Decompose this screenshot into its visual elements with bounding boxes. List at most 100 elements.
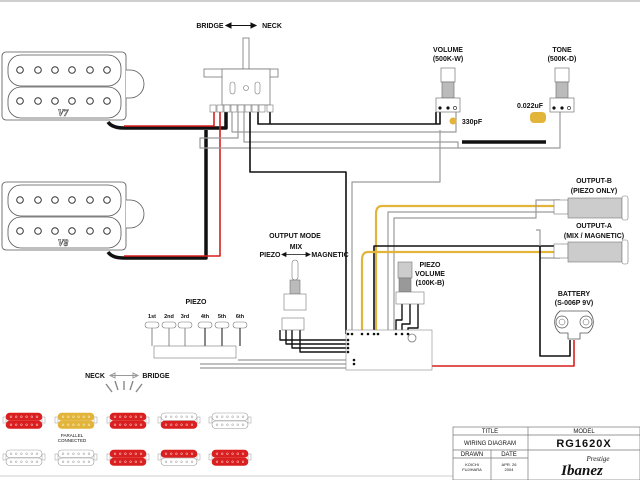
parallel-note-2: CONNECTED (58, 438, 87, 443)
piezo-volume-pot[interactable]: PIEZO VOLUME (100K-B) (395, 261, 445, 305)
brand-logo: Ibanez (560, 463, 603, 479)
position-diagram-r1-2 (54, 412, 98, 429)
piezo-element (232, 321, 248, 329)
position-diagram-r2-5 (208, 449, 252, 466)
position-diagram-r2-2 (54, 449, 98, 466)
date-header: DATE (501, 452, 517, 458)
coil-bottom (57, 420, 95, 429)
position-diagram-r2-3 (106, 449, 150, 466)
coil-bottom (211, 420, 249, 429)
title-value: WIRING DIAGRAM (464, 441, 516, 447)
output-mode-switch[interactable]: OUTPUT MODE MIX PIEZO MAGNETIC (259, 233, 349, 331)
coil-bottom (5, 420, 43, 429)
pickup-selector-label: BRIDGE NECK (196, 22, 282, 30)
position-diagram-r1-1 (2, 412, 46, 429)
wire-neck-red (124, 112, 221, 257)
output-a-jack[interactable]: OUTPUT-A (MIX / MAGNETIC) (553, 223, 629, 265)
top-border (0, 0, 640, 2)
piezo-element (161, 321, 177, 329)
position-diagram-r1-3 (106, 412, 150, 429)
wire-neck-black (106, 130, 208, 260)
coil-bottom (5, 457, 43, 466)
tone-value: (500K-D) (548, 56, 577, 63)
output-b-jack[interactable]: OUTPUT-B (PIEZO ONLY) (553, 178, 629, 221)
wire-volume-ground (269, 112, 437, 124)
coil-bottom (57, 457, 95, 466)
model-value: RG1620X (556, 438, 611, 450)
position-diagram-r2-1 (2, 449, 46, 466)
piezo-string-label: 2nd (164, 314, 174, 320)
coil-top (211, 449, 249, 458)
wire-switch-gray3 (243, 112, 459, 148)
wire-output-a-gray (536, 229, 560, 259)
piezo-element (144, 321, 160, 329)
switch-label-bridge: BRIDGE (196, 23, 224, 30)
wire-vertical-1 (249, 112, 347, 334)
coil-bottom (160, 420, 198, 429)
piezo-string-label: 1st (148, 314, 156, 320)
preamp-board (345, 329, 433, 371)
wire-battery-black (539, 246, 571, 357)
fan-icon (105, 380, 143, 393)
piezo-volume-line2: VOLUME (415, 271, 445, 278)
pickup-selector-switch[interactable] (203, 37, 279, 113)
title-header: TITLE (482, 429, 498, 435)
coil-top (109, 412, 147, 421)
bridge-pickup-logo: V7 (58, 108, 69, 118)
piezo-string-2: 2nd (161, 314, 177, 346)
piezo-string-5: 5th (214, 314, 230, 346)
output-mode-label: OUTPUT MODE (269, 233, 321, 240)
battery-label: BATTERY (558, 291, 591, 298)
parallel-note-1: PARALLEL (61, 433, 84, 438)
wire-pvol-2 (401, 302, 411, 334)
volume-value: (500K-W) (433, 56, 463, 63)
wire-output-b-gold (374, 204, 560, 334)
wire-switch-gray2 (199, 112, 561, 149)
volume-label: VOLUME (433, 47, 463, 54)
volume-pot[interactable]: VOLUME (500K-W) 330pF (433, 47, 483, 126)
wire-bridge-red (124, 112, 215, 127)
drawn-value-1: KOICHI (465, 462, 479, 467)
output-mode-piezo: PIEZO (259, 252, 281, 259)
tone-pot[interactable]: TONE (500K-D) 0.022uF (517, 47, 576, 123)
coil-top (5, 412, 43, 421)
piezo-string-label: 6th (236, 314, 245, 320)
wire-output-b-gray2 (393, 199, 560, 334)
coil-top (57, 412, 95, 421)
position-diagram-r1-4 (157, 412, 201, 429)
piezo-string-3: 3rd (177, 314, 193, 346)
battery-value: (S-006P 9V) (555, 300, 593, 307)
coil-top (160, 412, 198, 421)
title-block: TITLE WIRING DIAGRAM MODEL RG1620X DRAWN… (452, 426, 640, 480)
piezo-string-6: 6th (232, 314, 248, 346)
piezo-string-4: 4th (197, 314, 213, 346)
wire-output-a-black (373, 245, 560, 334)
output-a-label: OUTPUT-A (576, 223, 612, 230)
tone-capacitor (530, 112, 546, 123)
neck-bridge-direction: NECK BRIDGE (85, 372, 170, 393)
model-header: MODEL (573, 429, 595, 435)
wire-battery-red (432, 340, 575, 367)
double-arrow-icon (281, 251, 311, 258)
piezo-label: PIEZO (185, 299, 207, 306)
coil-bottom (109, 420, 147, 429)
position-diagram-r2-4 (157, 449, 201, 466)
neck-pickup: V8 (1, 181, 145, 251)
output-b-label: OUTPUT-B (576, 178, 612, 185)
drawn-header: DRAWN (461, 452, 483, 458)
wire-pvol-1 (395, 302, 403, 334)
piezo-string-label: 3rd (181, 314, 190, 320)
bridge-pickup: V7 (1, 51, 145, 121)
coil-bottom (160, 457, 198, 466)
direction-neck: NECK (85, 373, 105, 380)
wire-output-a-gold (360, 250, 560, 334)
output-b-sub: (PIEZO ONLY) (571, 188, 617, 195)
wires (106, 112, 575, 369)
date-value-1: APR. 26 (502, 462, 518, 467)
piezo-volume-line3: (100K-B) (416, 280, 445, 287)
coil-bottom (211, 457, 249, 466)
coil-top (57, 449, 95, 458)
volume-cap-value: 330pF (462, 119, 483, 126)
